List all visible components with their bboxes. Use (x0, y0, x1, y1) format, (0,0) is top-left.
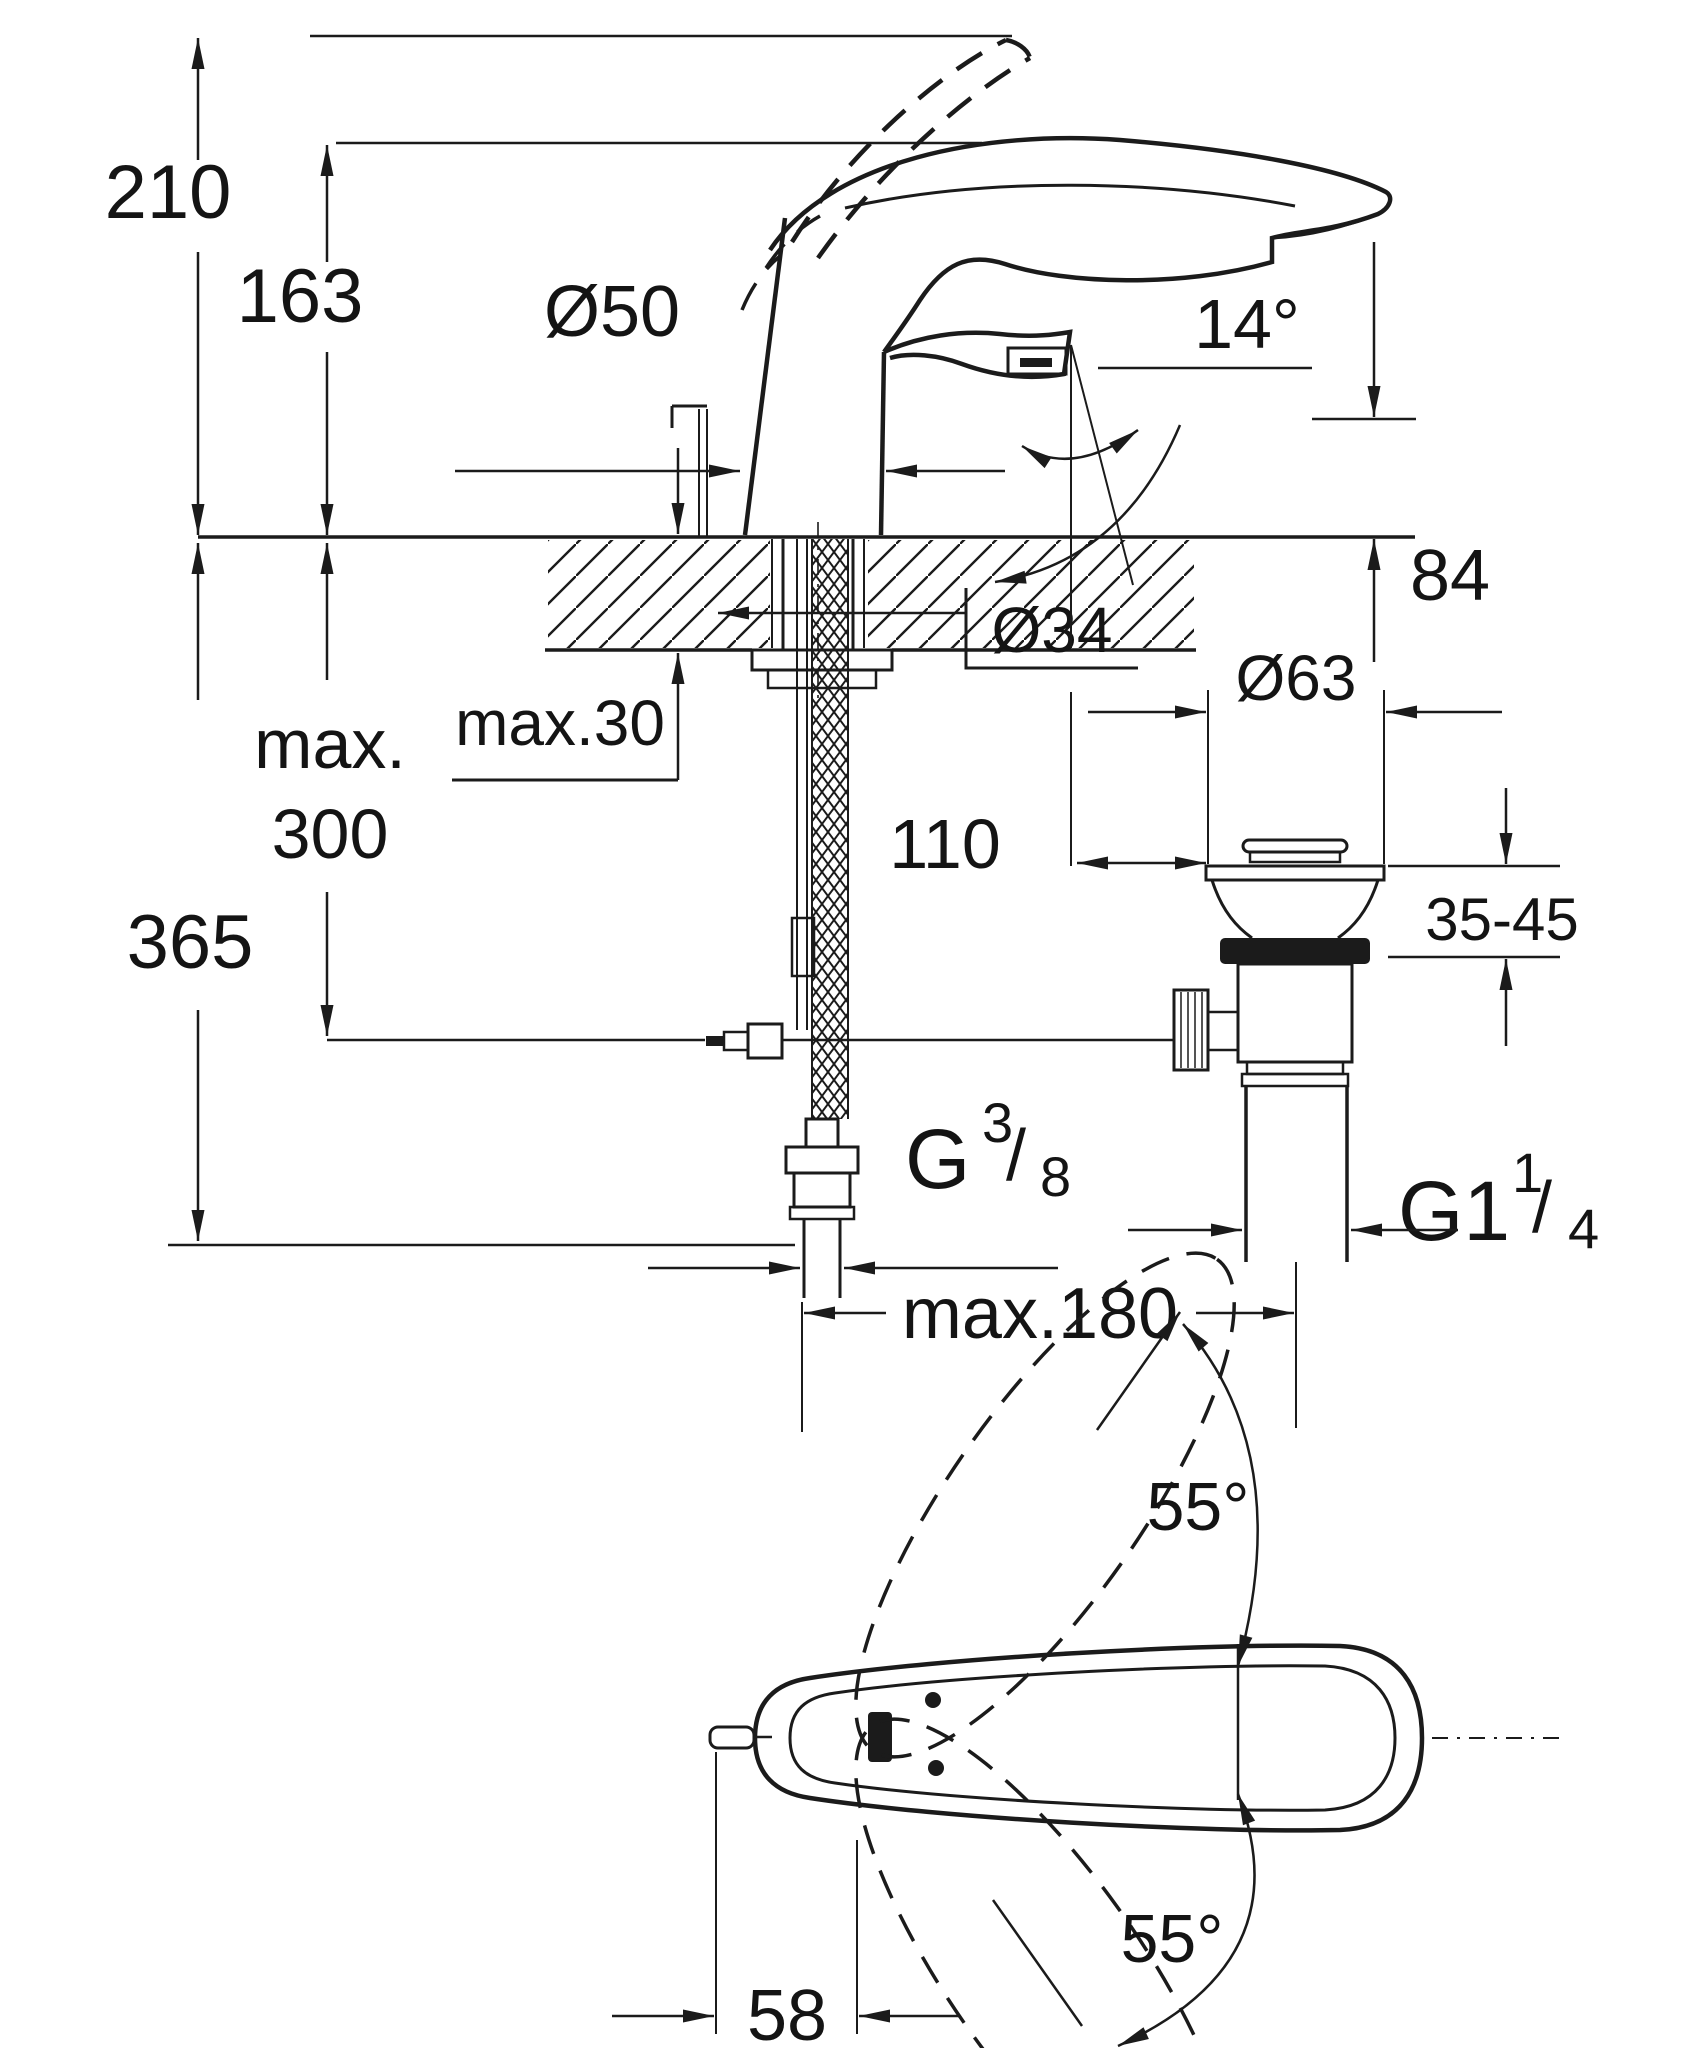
lever-raised-dashed-2 (816, 56, 1032, 260)
dimension-35-45: 35-45 (1388, 788, 1579, 1046)
dimension-14deg: 14° (994, 285, 1312, 866)
faucet-body (670, 37, 1393, 706)
handle-pin (708, 1725, 756, 1750)
dimension-max300: max. 300 (254, 543, 406, 1036)
thread-g114-slash: / (1532, 1168, 1552, 1248)
dimension-210: 210 (105, 38, 232, 535)
dimension-55-up: 55° (1095, 1311, 1259, 1667)
rod-junction (746, 1022, 784, 1060)
rod-junction-clamp (722, 1030, 750, 1052)
dimension-84: 84 (1312, 242, 1490, 662)
dim-dia34-label: Ø34 (992, 594, 1113, 666)
handle-dot-2 (928, 1760, 944, 1776)
dim-max300-label-2: 300 (272, 795, 389, 873)
braided-hose (812, 539, 848, 1119)
dimension-dia34: Ø34 (718, 588, 1138, 670)
locknut (766, 668, 878, 690)
lever-pivot-dash-2 (740, 254, 782, 311)
counter-slab (545, 539, 1196, 652)
handle-dot-1 (925, 1692, 941, 1708)
rod-connector (790, 916, 816, 978)
thread-g38-slash: / (1006, 1116, 1026, 1196)
dim-163-label: 163 (237, 254, 364, 339)
dim-35-45-label: 35-45 (1425, 886, 1578, 953)
lever-pivot-dash-1 (764, 214, 821, 269)
dimension-55-down: 55° (991, 1793, 1256, 2048)
lever-raised-dashed-tip (1005, 37, 1033, 59)
dim-84-label: 84 (1410, 536, 1490, 616)
thread-g114-numerator: 1 (1512, 1141, 1543, 1204)
hose-nut-top (784, 1145, 860, 1175)
dim-max30-label: max.30 (455, 687, 665, 759)
dimension-max180: max.180 (804, 1274, 1294, 1354)
hose-collar (804, 1117, 840, 1149)
dim-dia50-label: Ø50 (544, 272, 680, 352)
aerator (1006, 346, 1068, 376)
thread-g38-denominator: 8 (1040, 1145, 1071, 1208)
dim-14deg-swing-arc (994, 424, 1182, 584)
waste-funnel-right (1337, 879, 1380, 940)
waste-knurled-knob (1172, 988, 1240, 1072)
rod-junction-tip (706, 1036, 724, 1046)
thread-g114-prefix: G1 (1398, 1164, 1510, 1258)
dimension-g114: G1 1 / 4 (1128, 1141, 1599, 1260)
side-view: 210 163 max. 300 365 max.30 Ø50 (105, 34, 1599, 1432)
thread-g38-numerator: 3 (982, 1091, 1013, 1154)
handle-top-view-outer (752, 1643, 1425, 1833)
dimension-dia63: Ø63 (1088, 642, 1502, 864)
waste-ring-2 (1240, 1072, 1350, 1088)
top-view: 55° 55° 58 (612, 1251, 1568, 2048)
waste-rim (1204, 864, 1386, 882)
swivel-axis-up (1095, 1311, 1182, 1431)
drain-assembly (1172, 838, 1386, 1428)
below-deck-assembly (706, 539, 894, 1432)
popup-plug-base (1248, 850, 1342, 864)
waste-funnel-left (1210, 879, 1253, 940)
handle-logo-mark (868, 1712, 892, 1762)
dim-max180-label: max.180 (902, 1274, 1178, 1354)
swivel-arc-up (1182, 1323, 1259, 1667)
handle-swivel-up-dashed (854, 1251, 1236, 1759)
aerator-slot (1020, 358, 1052, 367)
dim-dia63-label: Ø63 (1236, 642, 1357, 714)
thread-g114-denominator: 4 (1568, 1197, 1599, 1260)
lever-raised-dashed-1 (790, 37, 1007, 244)
hose-washer (788, 1205, 856, 1221)
waste-body (1236, 962, 1354, 1064)
waste-ring-1 (1245, 1060, 1345, 1076)
dimension-58: 58 (612, 1752, 960, 2048)
dim-55deg-up-label: 55° (1147, 1469, 1250, 1545)
spout-angle-arc (1021, 428, 1139, 469)
dimension-365: 365 (127, 543, 254, 1241)
swivel-axis-down (991, 1899, 1084, 2027)
dim-55deg-down-label: 55° (1121, 1901, 1224, 1977)
body-left-edge (742, 217, 788, 536)
lever-hook-inner (1271, 212, 1379, 240)
dim-110-label: 110 (889, 805, 1001, 883)
body-right-edge (878, 351, 887, 536)
dimension-110: 110 (889, 805, 1206, 883)
dim-58-label: 58 (747, 1976, 827, 2048)
spout-outline (883, 329, 1073, 379)
dimension-max30: max.30 (452, 448, 685, 782)
dimension-g38: G 3 / 8 (648, 1091, 1071, 1275)
thread-g38-prefix: G (905, 1112, 970, 1206)
dimension-163: 163 (237, 145, 364, 535)
dim-365-label: 365 (127, 900, 254, 985)
lever-crease (844, 183, 1296, 210)
dimension-dia50: Ø50 (455, 272, 1005, 478)
popup-plug-cap (1241, 838, 1349, 854)
handle-top-view-inner (788, 1664, 1397, 1812)
waste-seal (1220, 938, 1370, 964)
dim-max300-label-1: max. (254, 705, 406, 783)
dim-210-label: 210 (105, 150, 232, 235)
swivel-arc-down (1117, 1793, 1256, 2048)
dim-14deg-label: 14° (1194, 285, 1300, 363)
hose-nut-body (792, 1171, 852, 1209)
